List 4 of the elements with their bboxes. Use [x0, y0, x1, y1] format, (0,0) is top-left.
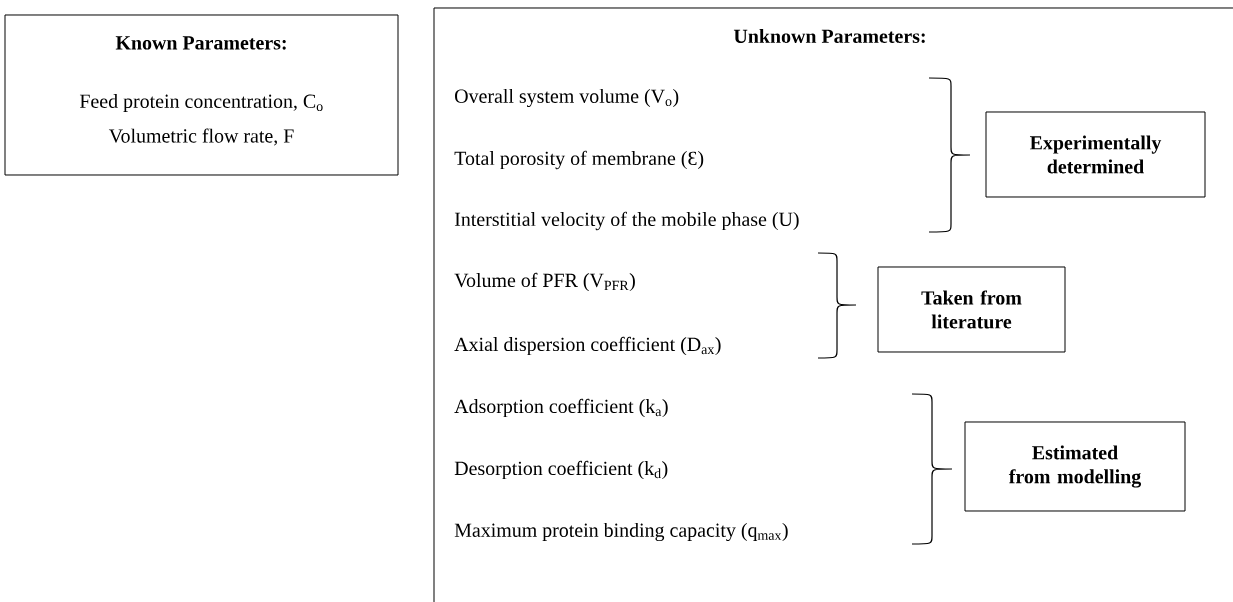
category-box: Estimated from modelling [964, 421, 1186, 512]
category-box: Taken from literature [877, 266, 1066, 353]
parameter-box: Known Parameters: Feed protein concentration, C$_{o}$ Volumetric flow rate, F [4, 14, 399, 176]
category-box: Experimentally determined [985, 111, 1206, 198]
